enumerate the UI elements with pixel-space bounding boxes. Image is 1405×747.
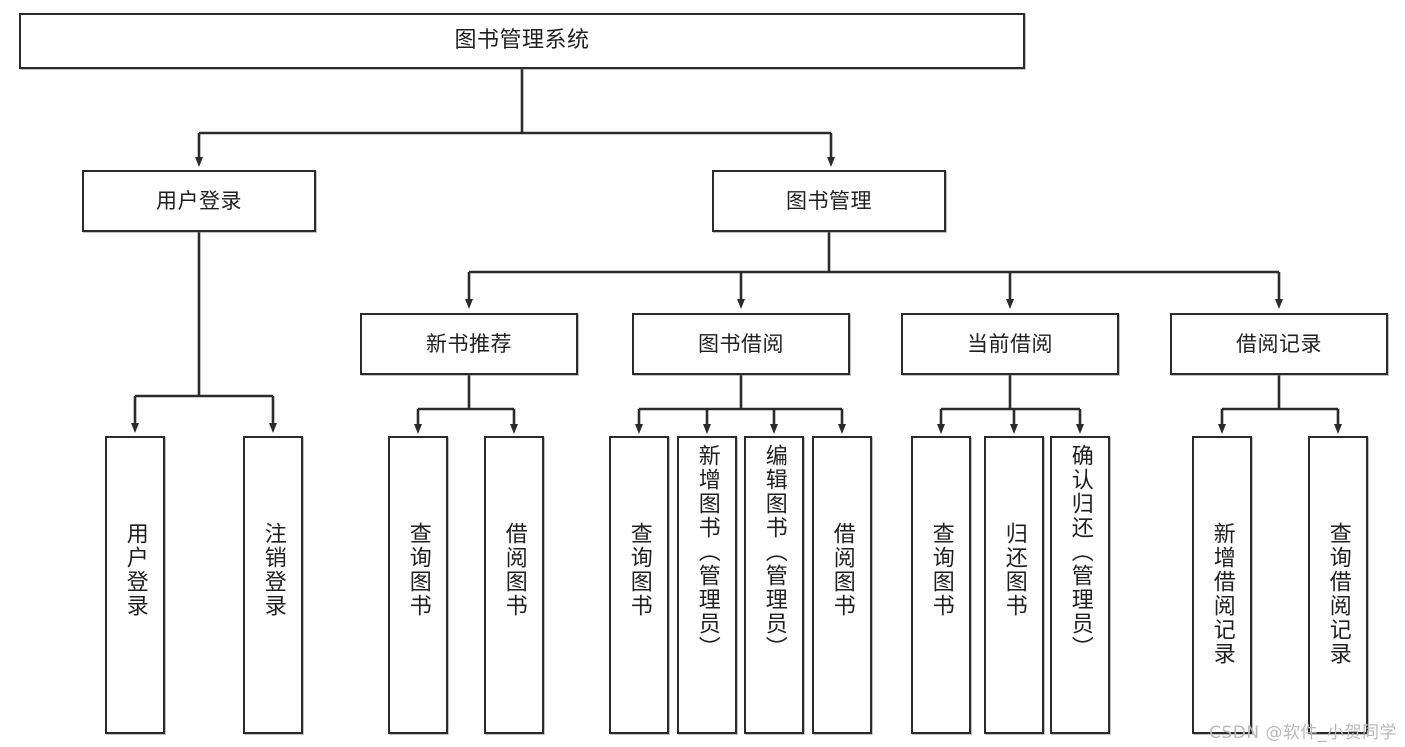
node-leaf-edit-book[interactable]: 编辑图书（管理员） bbox=[744, 436, 804, 734]
node-leaf-user-logout-label: 注销登录 bbox=[260, 522, 286, 618]
node-leaf-add-record[interactable]: 新增借阅记录 bbox=[1192, 436, 1252, 734]
node-leaf-query-book-3[interactable]: 查询图书 bbox=[911, 436, 971, 734]
node-leaf-query-book-2[interactable]: 查询图书 bbox=[609, 436, 669, 734]
node-current-borrow[interactable]: 当前借阅 bbox=[901, 313, 1119, 375]
node-book-manage-label: 图书管理 bbox=[786, 188, 872, 213]
node-leaf-query-book-1-label: 查询图书 bbox=[405, 522, 431, 618]
node-leaf-confirm-return-label: 确认归还（管理员） bbox=[1067, 444, 1093, 660]
node-leaf-confirm-return[interactable]: 确认归还（管理员） bbox=[1050, 436, 1110, 734]
node-book-borrow-label: 图书借阅 bbox=[698, 331, 784, 356]
node-new-book-recommend[interactable]: 新书推荐 bbox=[360, 313, 578, 375]
node-current-borrow-label: 当前借阅 bbox=[967, 331, 1053, 356]
node-borrow-record-label: 借阅记录 bbox=[1236, 331, 1322, 356]
node-borrow-record[interactable]: 借阅记录 bbox=[1170, 313, 1388, 375]
node-leaf-query-record[interactable]: 查询借阅记录 bbox=[1308, 436, 1368, 734]
node-leaf-return-book-label: 归还图书 bbox=[1001, 522, 1027, 618]
node-leaf-query-book-2-label: 查询图书 bbox=[626, 522, 652, 618]
node-leaf-user-login-label: 用户登录 bbox=[122, 522, 148, 618]
node-root-label: 图书管理系统 bbox=[454, 28, 590, 54]
node-leaf-add-record-label: 新增借阅记录 bbox=[1209, 522, 1235, 666]
watermark: CSDN @软件_小贺同学 bbox=[1209, 723, 1397, 743]
node-user-login-label: 用户登录 bbox=[156, 188, 242, 213]
node-leaf-edit-book-label: 编辑图书（管理员） bbox=[761, 444, 787, 660]
node-leaf-add-book-label: 新增图书（管理员） bbox=[694, 444, 720, 660]
node-leaf-borrow-book-2[interactable]: 借阅图书 bbox=[812, 436, 872, 734]
node-leaf-borrow-book-1-label: 借阅图书 bbox=[501, 522, 527, 618]
node-leaf-return-book[interactable]: 归还图书 bbox=[984, 436, 1044, 734]
node-leaf-add-book[interactable]: 新增图书（管理员） bbox=[677, 436, 737, 734]
node-leaf-borrow-book-1[interactable]: 借阅图书 bbox=[484, 436, 544, 734]
node-leaf-user-logout[interactable]: 注销登录 bbox=[243, 436, 303, 734]
node-leaf-query-book-1[interactable]: 查询图书 bbox=[388, 436, 448, 734]
node-root[interactable]: 图书管理系统 bbox=[19, 13, 1025, 69]
node-book-borrow[interactable]: 图书借阅 bbox=[632, 313, 850, 375]
node-leaf-query-book-3-label: 查询图书 bbox=[928, 522, 954, 618]
node-user-login[interactable]: 用户登录 bbox=[82, 170, 316, 232]
node-leaf-borrow-book-2-label: 借阅图书 bbox=[829, 522, 855, 618]
node-leaf-user-login[interactable]: 用户登录 bbox=[105, 436, 165, 734]
node-leaf-query-record-label: 查询借阅记录 bbox=[1325, 522, 1351, 666]
node-new-book-recommend-label: 新书推荐 bbox=[426, 331, 512, 356]
node-book-manage[interactable]: 图书管理 bbox=[712, 170, 946, 232]
